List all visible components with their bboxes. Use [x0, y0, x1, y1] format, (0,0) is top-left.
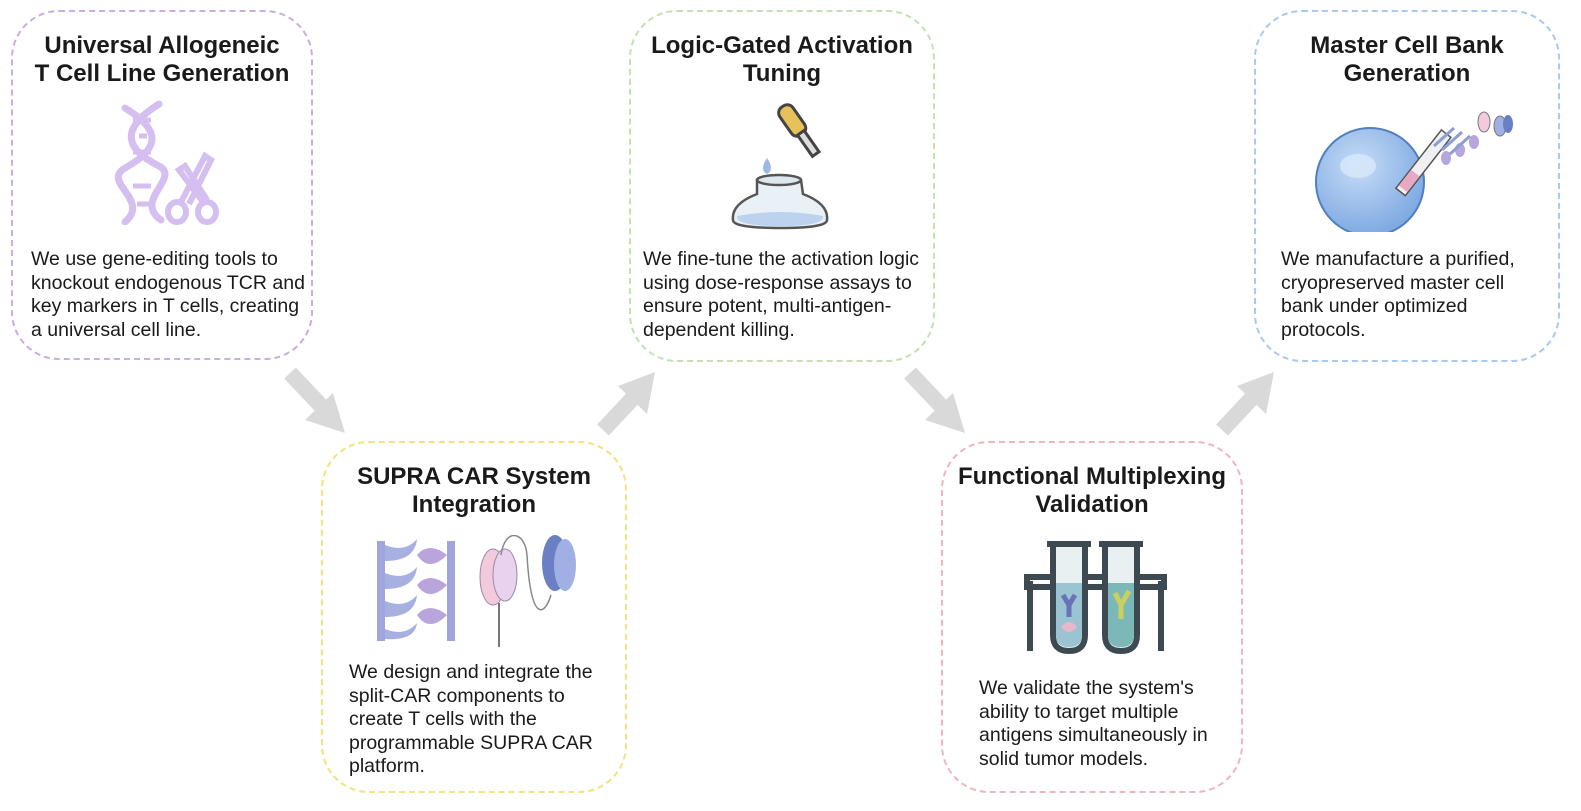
step-title-line2: T Cell Line Generation [34, 60, 290, 87]
cell-transduction-icon [1314, 102, 1514, 237]
step-title: Logic-Gated Activation Tuning [631, 32, 933, 88]
dropper-dish-icon [725, 96, 835, 236]
step-title-line1: Master Cell Bank [1310, 32, 1504, 59]
arrow-step3-to-step4 [904, 367, 965, 433]
step-title: Universal Allogeneic T Cell Line Generat… [13, 32, 311, 88]
dna-scissors-icon [111, 100, 221, 230]
step-title: Master Cell Bank Generation [1256, 32, 1558, 88]
step-title-line2: Validation [1035, 491, 1149, 518]
step-description: We design and integrate the split-CAR co… [349, 661, 593, 777]
step-title: Functional Multiplexing Validation [943, 463, 1241, 519]
step-description: We use gene-editing tools to knockout en… [31, 248, 305, 341]
test-tubes-icon [1023, 539, 1168, 662]
step-description: We validate the system's ability to targ… [979, 677, 1208, 770]
step-card-logic-gated: Logic-Gated Activation Tuning We fine-tu… [629, 10, 935, 362]
step-title-line2: Tuning [742, 60, 822, 87]
arrow-step1-to-step2 [284, 367, 345, 433]
step-title: SUPRA CAR System Integration [323, 463, 625, 519]
step-description: We fine-tune the activation logic using … [643, 248, 920, 341]
step-card-supra-car: SUPRA CAR System Integration [321, 441, 627, 793]
split-car-receptor-icon [375, 534, 585, 655]
step-title-line1: Logic-Gated Activation [651, 32, 913, 59]
step-card-functional-multiplexing: Functional Multiplexing Validation We va… [941, 441, 1243, 793]
step-card-master-cell-bank: Master Cell Bank Generation [1254, 10, 1560, 362]
step-card-universal-allogeneic: Universal Allogeneic T Cell Line Generat… [11, 10, 313, 360]
step-title-line2: Generation [1343, 60, 1471, 87]
step-description: We manufacture a purified, cryopreserved… [1281, 248, 1515, 341]
arrow-step4-to-step5 [1216, 372, 1274, 436]
arrow-step2-to-step3 [597, 372, 655, 436]
step-title-line1: Universal Allogeneic [44, 32, 280, 59]
step-title-line2: Integration [412, 491, 536, 518]
step-title-line1: Functional Multiplexing [958, 463, 1226, 490]
step-title-line1: SUPRA CAR System [357, 463, 591, 490]
